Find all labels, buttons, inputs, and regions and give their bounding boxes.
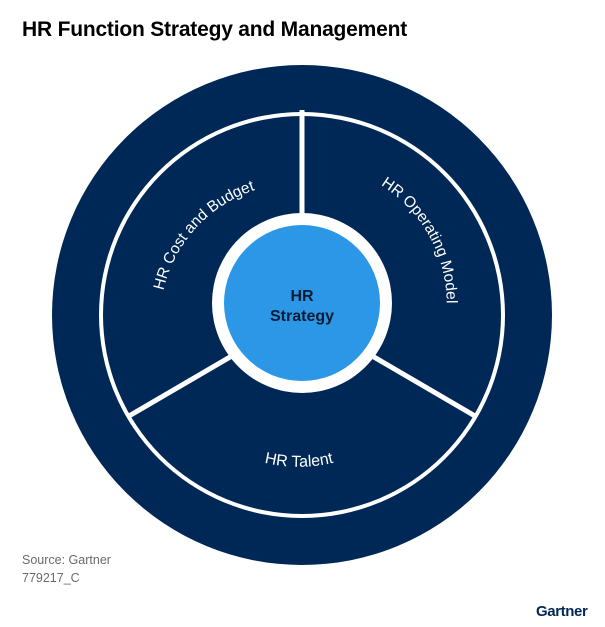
center-label-line1: HR — [290, 288, 314, 305]
gartner-logo: Gartner — [536, 603, 588, 620]
center-circle — [224, 225, 380, 381]
center-label-line2: Strategy — [270, 308, 334, 325]
outer-ring-label: HR Function — [255, 35, 348, 57]
segment-label-talent: HR Talent — [263, 450, 335, 471]
source-note: Source: Gartner — [22, 553, 111, 567]
document-code: 779217_C — [22, 571, 80, 585]
page-title: HR Function Strategy and Management — [22, 18, 408, 41]
